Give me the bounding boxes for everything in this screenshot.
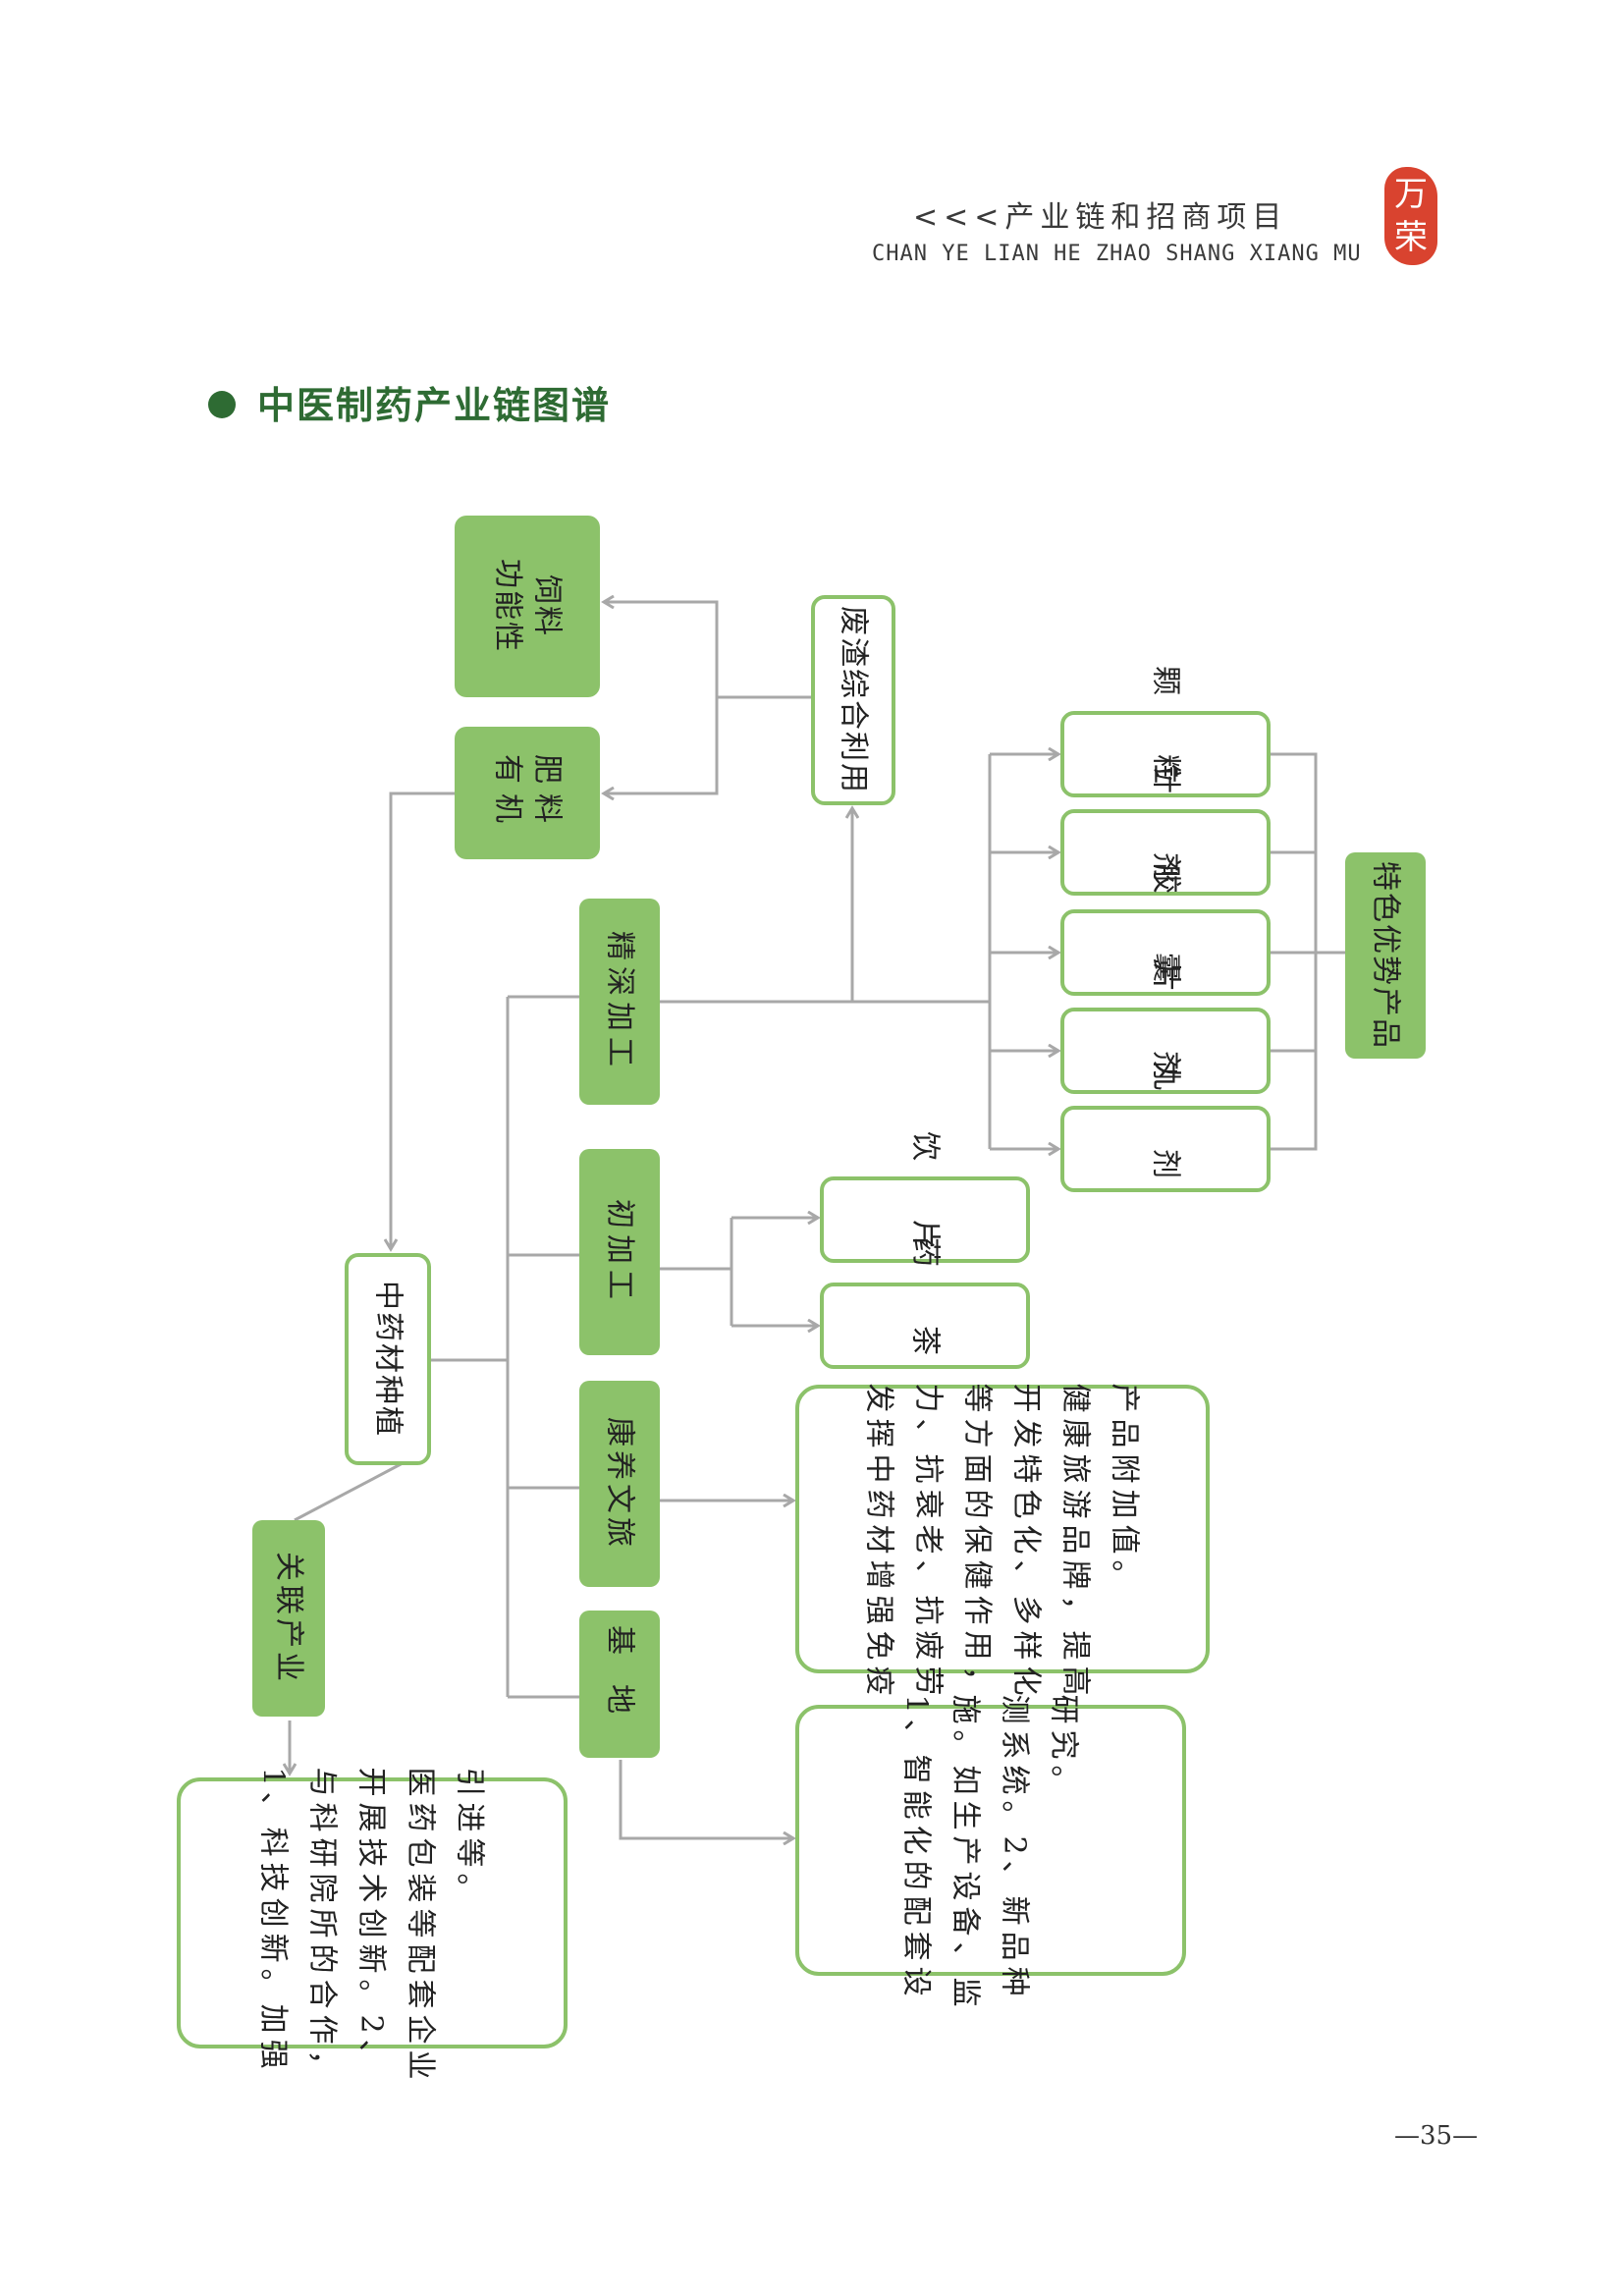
node-pill xyxy=(1060,1106,1271,1192)
node-functional-feed xyxy=(455,516,600,697)
node-decoction-pieces xyxy=(820,1176,1030,1263)
connectors xyxy=(290,602,1345,1838)
node-base xyxy=(579,1611,660,1758)
node-wellness-description xyxy=(795,1385,1210,1673)
diagram-labels: 功能性饲料有机肥料 废渣综合利用精深加工初加工康养文旅基地 特色优势产品关联产业 中药… xyxy=(256,559,1403,2086)
label-capsule: 胶囊 xyxy=(1149,864,1183,1041)
logo-seal: 万荣 xyxy=(1384,167,1437,265)
header-title: <<<产业链和招商项目 xyxy=(913,200,1288,235)
node-organic-fertilizer xyxy=(455,727,600,859)
node-primary-processing xyxy=(579,1149,660,1355)
header-subtitle: CHAN YE LIAN HE ZHAO SHANG XIANG MU xyxy=(872,242,1362,266)
text-related-description: 1、科技创新。加强与科研院所的合作，开展技术创新。2、医药包装等配套企业引进等。 xyxy=(256,1768,487,2086)
label-herb-planting: 中药材种植 xyxy=(371,1281,406,1438)
label-granules: 颗粒 xyxy=(1149,666,1183,843)
label-primary-processing: 初加工 xyxy=(603,1199,637,1305)
label-functional-feed: 功能性饲料 xyxy=(491,559,565,653)
node-featured-products xyxy=(1345,852,1426,1059)
node-base-description xyxy=(795,1705,1186,1976)
label-organic-fertilizer: 有机肥料 xyxy=(491,754,565,833)
node-tablet xyxy=(1060,1008,1271,1094)
node-herb-planting xyxy=(345,1253,431,1465)
label-deep-processing: 精深加工 xyxy=(603,931,637,1072)
label-pill: 丸剂 xyxy=(1149,1061,1183,1237)
label-base: 基地 xyxy=(603,1625,637,1743)
section-bullet-icon xyxy=(208,391,236,418)
text-base-description: 1、智能化的配套设施。如生产设备、监测系统。2、新品种研究。 xyxy=(899,1695,1081,2013)
page-number: —35— xyxy=(1394,2121,1479,2151)
section-title: 中医制药产业链图谱 xyxy=(257,384,612,427)
node-wellness-tourism xyxy=(579,1381,660,1587)
node-herbal-tea xyxy=(820,1283,1030,1369)
node-injection xyxy=(1060,809,1271,896)
node-related-industry xyxy=(252,1520,325,1717)
node-related-description xyxy=(177,1777,568,2048)
node-capsule xyxy=(1060,909,1271,996)
label-injection: 针剂 xyxy=(1149,764,1183,941)
label-decoction-pieces: 饮片 xyxy=(908,1131,943,1308)
label-featured-products: 特色优势产品 xyxy=(1369,861,1403,1050)
node-deep-processing xyxy=(579,899,660,1105)
label-tablet: 片剂 xyxy=(1149,962,1183,1139)
label-wellness-tourism: 康养文旅 xyxy=(603,1417,637,1551)
node-granules xyxy=(1060,711,1271,797)
label-herbal-tea: 药茶 xyxy=(908,1237,943,1414)
node-waste-utilization xyxy=(811,595,895,805)
text-wellness-description: 发挥中药材增强免疫力、抗衰老、抗疲劳等方面的保健作用，开发特色化、多样化健康旅游… xyxy=(862,1384,1142,1702)
label-related-industry: 关联产业 xyxy=(272,1552,306,1685)
label-waste-utilization: 废渣综合利用 xyxy=(837,606,871,794)
